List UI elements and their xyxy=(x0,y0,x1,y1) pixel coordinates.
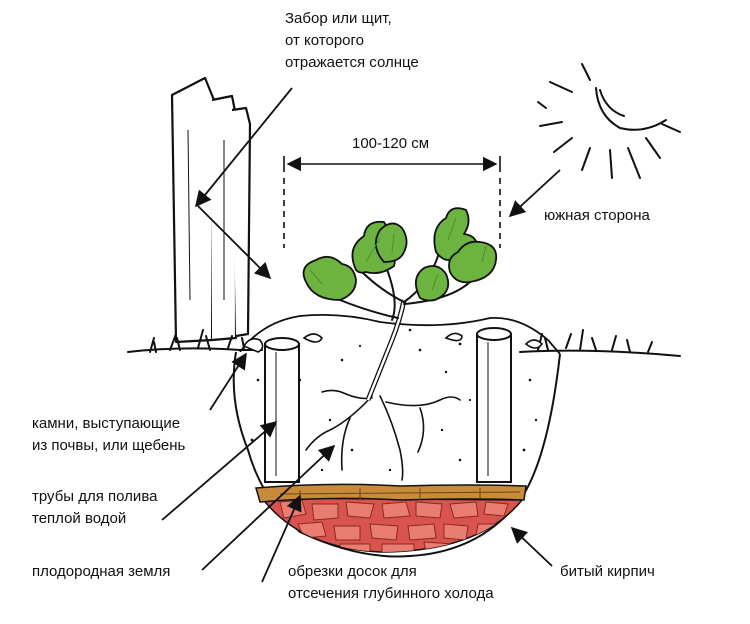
width-label: 100-120 см xyxy=(352,135,430,152)
fence-label: Забор или щит, от которого отражается со… xyxy=(285,10,419,71)
south-side-label: южная сторона xyxy=(544,207,650,224)
soil-label: плодородная земля xyxy=(32,563,171,580)
stones-arrow xyxy=(209,352,247,411)
soil-arrow xyxy=(201,444,336,571)
brick-layer xyxy=(260,497,524,553)
watering-pipe-right xyxy=(476,327,512,483)
fence-icon xyxy=(170,76,252,344)
soil-mound xyxy=(239,313,561,355)
board-layer xyxy=(255,483,527,503)
brick-arrow xyxy=(510,526,553,567)
boards-arrow xyxy=(261,494,302,583)
pipes-arrow xyxy=(161,420,278,521)
plant-roots xyxy=(305,389,461,481)
sun-icon xyxy=(537,63,681,179)
plant-icon xyxy=(302,207,498,401)
brick-label: битый кирпич xyxy=(560,563,655,580)
south-arrow xyxy=(508,169,561,218)
pipes-label: трубы для полива теплой водой xyxy=(32,488,158,527)
pointer-arrows xyxy=(161,87,561,583)
boards-label: обрезки досок для отсечения глубинного х… xyxy=(288,563,494,602)
fence-arrow xyxy=(194,87,293,208)
stones-label: камни, выступающие из почвы, или щебень xyxy=(32,415,186,454)
watering-pipe-left xyxy=(264,337,300,483)
fence-arrow-2 xyxy=(197,205,272,280)
surface-stones xyxy=(242,332,544,353)
width-dimension xyxy=(283,156,501,248)
